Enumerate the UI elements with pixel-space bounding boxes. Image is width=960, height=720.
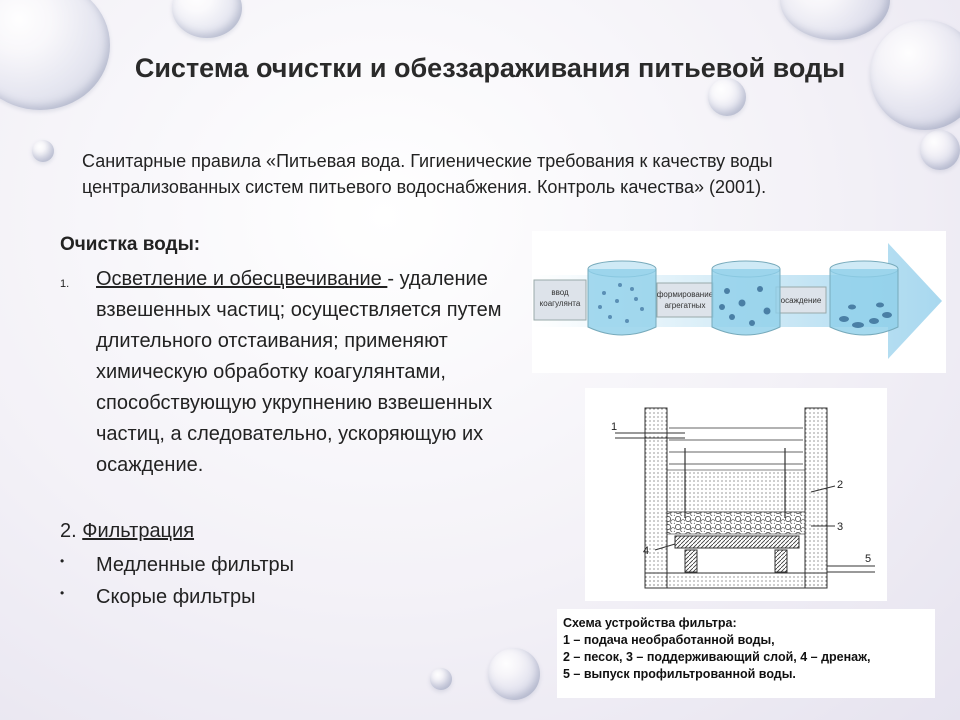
- caption-line: 5 – выпуск профильтрованной воды.: [563, 667, 796, 681]
- filtration-number: 2.: [60, 520, 83, 542]
- beaker-3: [829, 260, 899, 336]
- water-drop-decoration: [920, 130, 960, 170]
- page-title: Система очистки и обеззараживания питьев…: [134, 53, 846, 83]
- sand-layer: [666, 469, 806, 513]
- bullet-icon: •: [60, 586, 65, 600]
- water-drop-decoration: [32, 140, 54, 162]
- drainage-base: [774, 549, 788, 573]
- list-item: Осветление и обесцвечивание - удаление в…: [96, 264, 546, 481]
- water-drop-decoration: [488, 648, 540, 700]
- water-drop-decoration: [780, 0, 890, 40]
- list-item-text: - удаление взвешенных частиц; осуществля…: [96, 268, 502, 476]
- filter-label: 2: [837, 479, 843, 491]
- bullet-text: Медленные фильтры: [96, 554, 294, 576]
- step-label-box: [656, 282, 714, 318]
- filter-bottom: [644, 572, 828, 589]
- caption-line: 2 – песок, 3 – поддерживающий слой, 4 – …: [563, 650, 871, 664]
- filter-wall-left: [644, 407, 668, 589]
- water-lines: [669, 427, 803, 465]
- subtitle-text: Санитарные правила «Питьевая вода. Гигие…: [82, 151, 773, 197]
- filter-label: 5: [865, 553, 871, 565]
- filter-diagram-svg: 1 2 3 4 5: [611, 407, 875, 589]
- filter-wall-right: [804, 407, 828, 589]
- water-drop-decoration: [430, 668, 452, 690]
- caption-line: Схема устройства фильтра:: [563, 616, 737, 630]
- beaker-2: [711, 260, 781, 336]
- filter-label: 3: [837, 521, 843, 533]
- filter-label: 1: [611, 421, 617, 433]
- bullet-icon: •: [60, 554, 65, 568]
- drainage-base: [684, 549, 698, 573]
- step-label: осаждение: [781, 296, 822, 305]
- bullet-text: Скорые фильтры: [96, 586, 256, 608]
- section-heading: Очистка воды:: [60, 234, 201, 255]
- filter-schematic-diagram: 1 2 3 4 5: [585, 388, 887, 601]
- drainage-layer: [674, 535, 800, 549]
- water-drop-decoration: [870, 20, 960, 130]
- filtration-title: Фильтрация: [82, 520, 195, 542]
- water-drop-decoration: [172, 0, 242, 38]
- list-number: 1.: [60, 278, 70, 290]
- filtration-item: 2. Фильтрация: [60, 520, 194, 543]
- step-label-box: [775, 286, 827, 314]
- caption-line: 1 – подача необработанной воды,: [563, 633, 775, 647]
- beaker-1: [587, 260, 657, 336]
- filter-caption: Схема устройства фильтра: 1 – подача нео…: [557, 609, 935, 698]
- filter-label: 4: [643, 545, 649, 557]
- step-label-box: [533, 279, 587, 321]
- support-layer: [666, 511, 806, 535]
- list-item-title: Осветление и обесцвечивание: [96, 268, 388, 290]
- water-drop-decoration: [708, 78, 746, 116]
